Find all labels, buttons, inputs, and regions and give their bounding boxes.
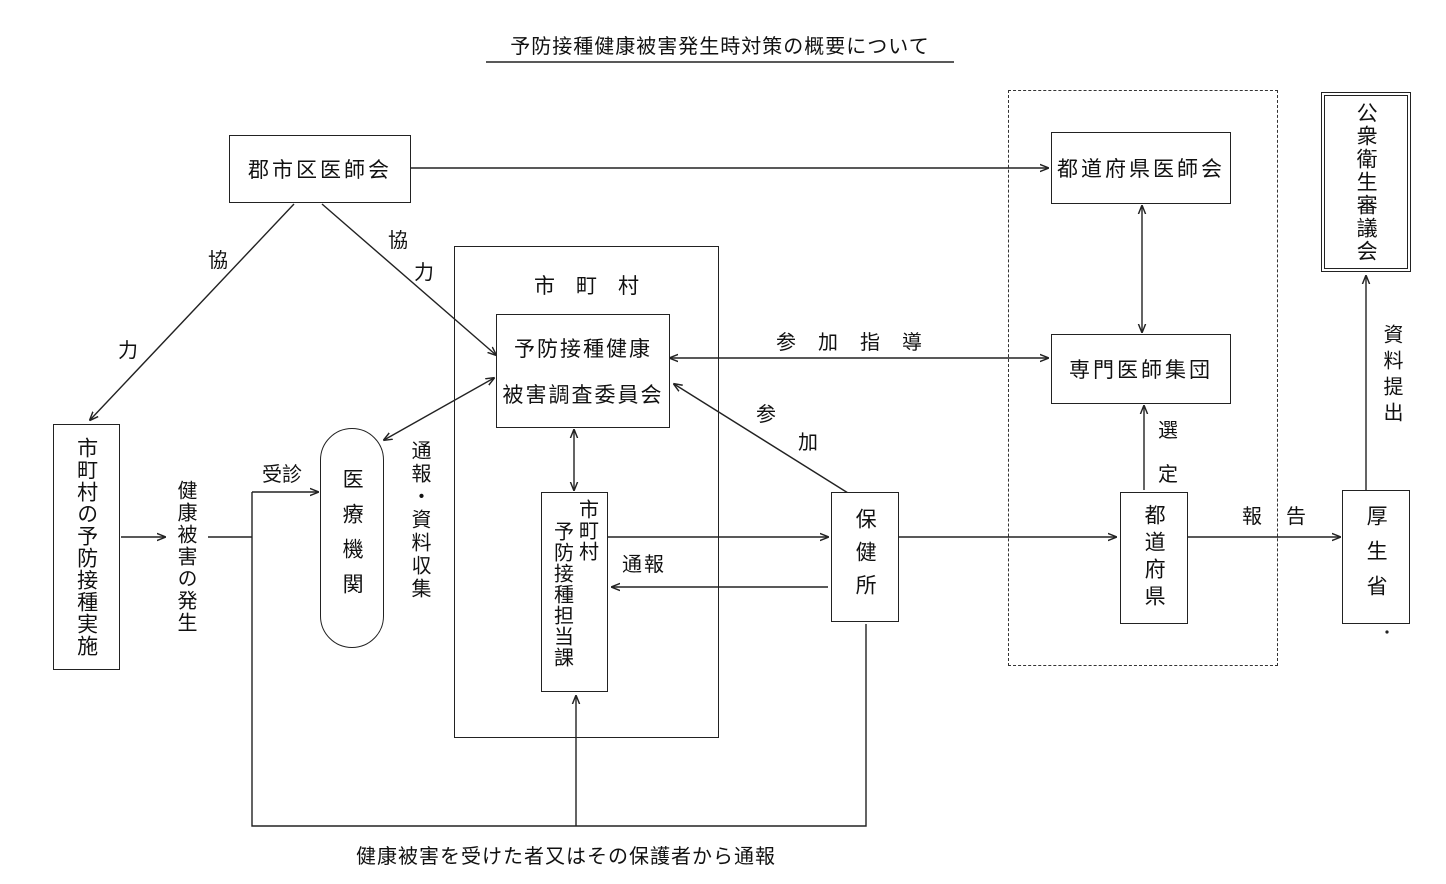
- public-health-council-box[interactable]: 公衆衛生審議会: [1321, 92, 1411, 272]
- ministry-health-welfare-box[interactable]: 厚生省: [1342, 490, 1410, 624]
- investigation-committee-line2: 被害調査委員会: [502, 383, 664, 407]
- municipality-frame-label: 市 町 村: [534, 274, 639, 298]
- vaccination-section-line2: 予防接種担当課: [550, 521, 575, 668]
- label-bottom-notice: 健康被害を受けた者又はその保護者から通報: [356, 844, 776, 868]
- ministry-health-welfare-label: 厚生省: [1364, 504, 1389, 610]
- label-consultation: 受診: [262, 462, 302, 486]
- arrow-healthcenter-to-committee: [674, 384, 849, 494]
- county-medical-association-label: 郡市区医師会: [248, 158, 392, 182]
- label-participate-1: 参: [756, 402, 776, 426]
- label-notice: 通報: [622, 552, 666, 576]
- label-selection-1: 選: [1158, 418, 1178, 442]
- prefectural-medical-association-box[interactable]: 都道府県医師会: [1051, 132, 1231, 204]
- label-cooperation-a2: 力: [118, 338, 138, 362]
- label-selection-2: 定: [1158, 462, 1178, 486]
- arrow-county-to-vaccination: [90, 203, 295, 420]
- label-cooperation-a1: 協: [208, 248, 228, 272]
- line-bottom-loop: [251, 492, 867, 827]
- health-center-box[interactable]: 保健所: [831, 492, 899, 622]
- specialist-group-box[interactable]: 専門医師集団: [1051, 334, 1231, 404]
- label-participation-guidance: 参 加 指 導: [776, 330, 923, 354]
- municipality-frame: [454, 246, 719, 738]
- label-notice-collection: 通報・資料収集: [408, 440, 432, 601]
- prefecture-box[interactable]: 都道府県: [1120, 492, 1188, 624]
- medical-institution-box[interactable]: 医療機関: [320, 428, 384, 648]
- label-health-damage: 健康被害の発生: [174, 480, 198, 634]
- health-center-label: 保健所: [853, 507, 878, 607]
- prefecture-label: 都道府県: [1142, 504, 1167, 612]
- investigation-committee-box[interactable]: 予防接種健康 被害調査委員会: [496, 314, 670, 428]
- public-health-council-label: 公衆衛生審議会: [1354, 101, 1379, 263]
- medical-institution-label: 医療機関: [340, 468, 365, 608]
- page-title: 予防接種健康被害発生時対策の概要について: [510, 34, 930, 58]
- vaccination-section-box[interactable]: 市町村 予防接種担当課: [541, 492, 608, 692]
- arrow-committee-medical: [384, 378, 494, 440]
- investigation-committee-line1: 予防接種健康: [514, 337, 652, 361]
- label-report: 報 告: [1242, 504, 1308, 528]
- label-cooperation-b1: 協: [388, 228, 408, 252]
- municipal-vaccination-box[interactable]: 市町村の予防接種実施: [53, 424, 120, 670]
- label-participate-2: 加: [798, 430, 818, 454]
- arrow-county-to-committee: [321, 203, 496, 355]
- label-submit-materials: 資料提出: [1380, 324, 1404, 428]
- municipal-vaccination-label: 市町村の予防接種実施: [74, 437, 99, 657]
- county-medical-association-box[interactable]: 郡市区医師会: [229, 135, 411, 203]
- specialist-group-label: 専門医師集団: [1069, 358, 1213, 382]
- vaccination-section-line1: 市町村: [575, 499, 600, 562]
- prefecture-group-frame: [1008, 90, 1278, 666]
- mark-dot: [1385, 630, 1389, 634]
- prefectural-medical-association-label: 都道府県医師会: [1057, 157, 1225, 181]
- label-cooperation-b2: 力: [414, 260, 434, 284]
